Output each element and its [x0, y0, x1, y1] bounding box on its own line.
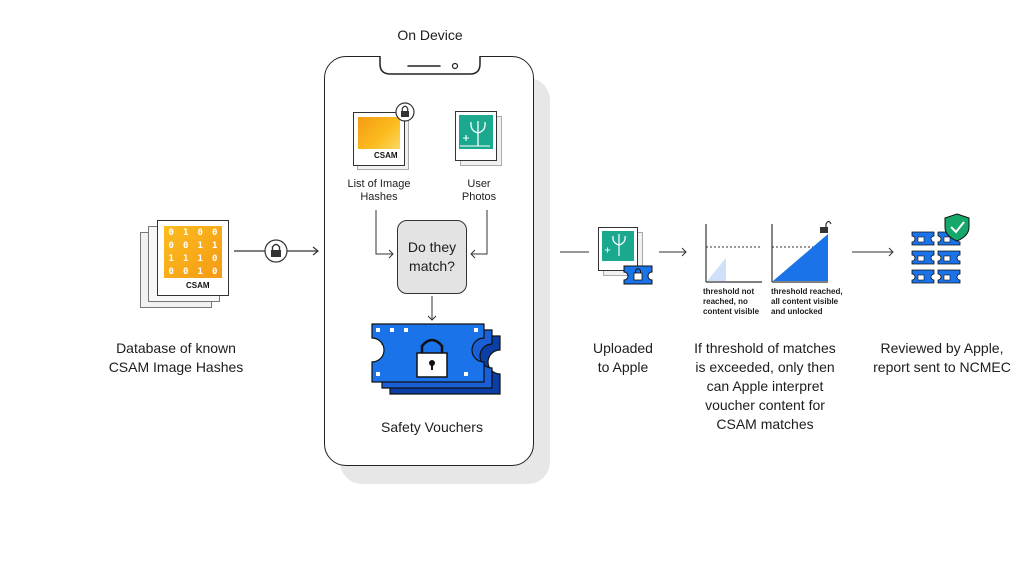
hash-bit-cell: 0: [212, 266, 218, 277]
upload-caption: Uploaded to Apple: [593, 340, 653, 375]
user-photos-label: User Photos: [461, 178, 497, 203]
match-question: Do they match?: [407, 239, 457, 274]
hash-bit-cell: 1: [168, 253, 174, 264]
hash-list-csam-tag: CSAM: [374, 151, 398, 160]
hash-bit-cell: 0: [183, 240, 189, 251]
uploaded-photo-card: [598, 227, 638, 271]
match-box: [397, 220, 467, 294]
threshold-caption: If threshold of matches is exceeded, onl…: [694, 340, 836, 432]
hash-bit-cell: 1: [183, 253, 189, 264]
hash-bit-cell: 0: [168, 227, 174, 238]
hash-bit-cell: 1: [183, 227, 189, 238]
hash-bit-cell: 1: [197, 240, 203, 251]
hash-bit-cell: 0: [197, 227, 203, 238]
on-device-title: On Device: [397, 27, 463, 43]
database-csam-tag: CSAM: [186, 281, 210, 290]
hash-bit-cell: 1: [212, 240, 218, 251]
hash-bit-cell: 1: [197, 266, 203, 277]
review-caption: Reviewed by Apple, report sent to NCMEC: [873, 340, 1011, 375]
hash-bit-cell: 0: [212, 253, 218, 264]
hash-list-label: List of Image Hashes: [347, 178, 411, 203]
hash-list-swatch: [358, 117, 400, 149]
hash-bit-cell: 1: [197, 253, 203, 264]
hash-list-card: CSAM: [353, 112, 405, 166]
threshold-not-reached-label: threshold not reached, no content visibl…: [703, 287, 760, 316]
hash-bit-cell: 0: [183, 266, 189, 277]
hash-bit-cell: 0: [168, 266, 174, 277]
uploaded-photo-image: [602, 231, 634, 261]
database-caption: Database of known CSAM Image Hashes: [108, 340, 244, 375]
safety-vouchers-label: Safety Vouchers: [381, 419, 483, 435]
threshold-reached-label: threshold reached, all content visible a…: [771, 287, 843, 316]
hash-bit-cell: 0: [168, 240, 174, 251]
hash-bit-cell: 0: [212, 227, 218, 238]
